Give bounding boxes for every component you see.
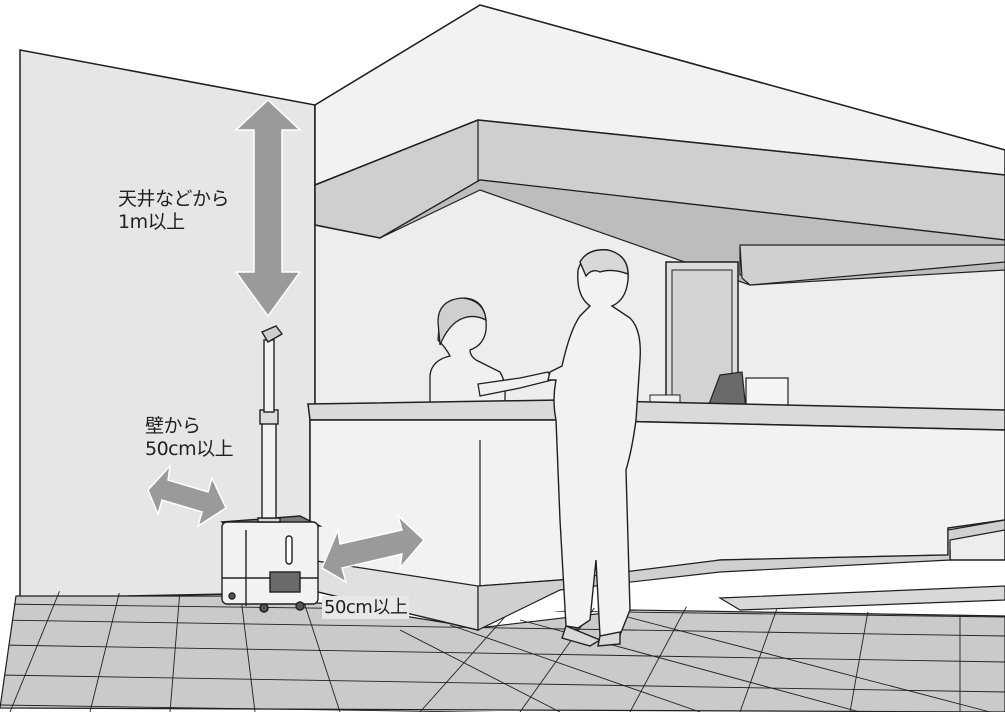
wall-clearance-line2: 50cm以上 — [145, 438, 233, 461]
side-clearance-label: 50cm以上 — [322, 596, 409, 619]
wall-clearance-label: 壁から 50cm以上 — [145, 415, 233, 461]
ceiling-clearance-line2: 1m以上 — [118, 211, 229, 234]
wall-clearance-line1: 壁から — [145, 415, 233, 438]
ceiling-clearance-line1: 天井などから — [118, 188, 229, 211]
ceiling-clearance-label: 天井などから 1m以上 — [118, 188, 229, 234]
